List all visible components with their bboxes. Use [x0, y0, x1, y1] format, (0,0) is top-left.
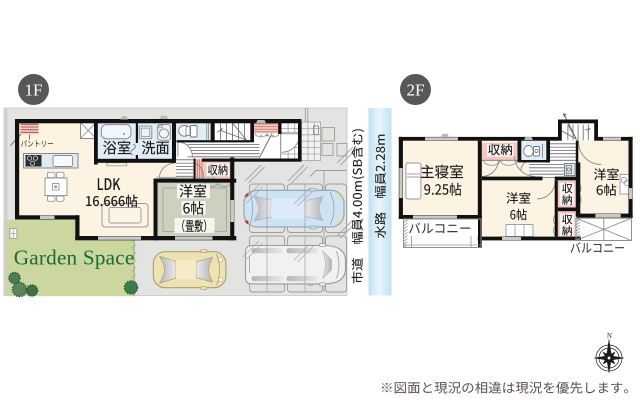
svg-text:Garden Space: Garden Space — [14, 246, 135, 270]
svg-text:1F: 1F — [25, 81, 43, 100]
svg-text:2F: 2F — [407, 81, 425, 100]
svg-text:N: N — [607, 333, 612, 340]
